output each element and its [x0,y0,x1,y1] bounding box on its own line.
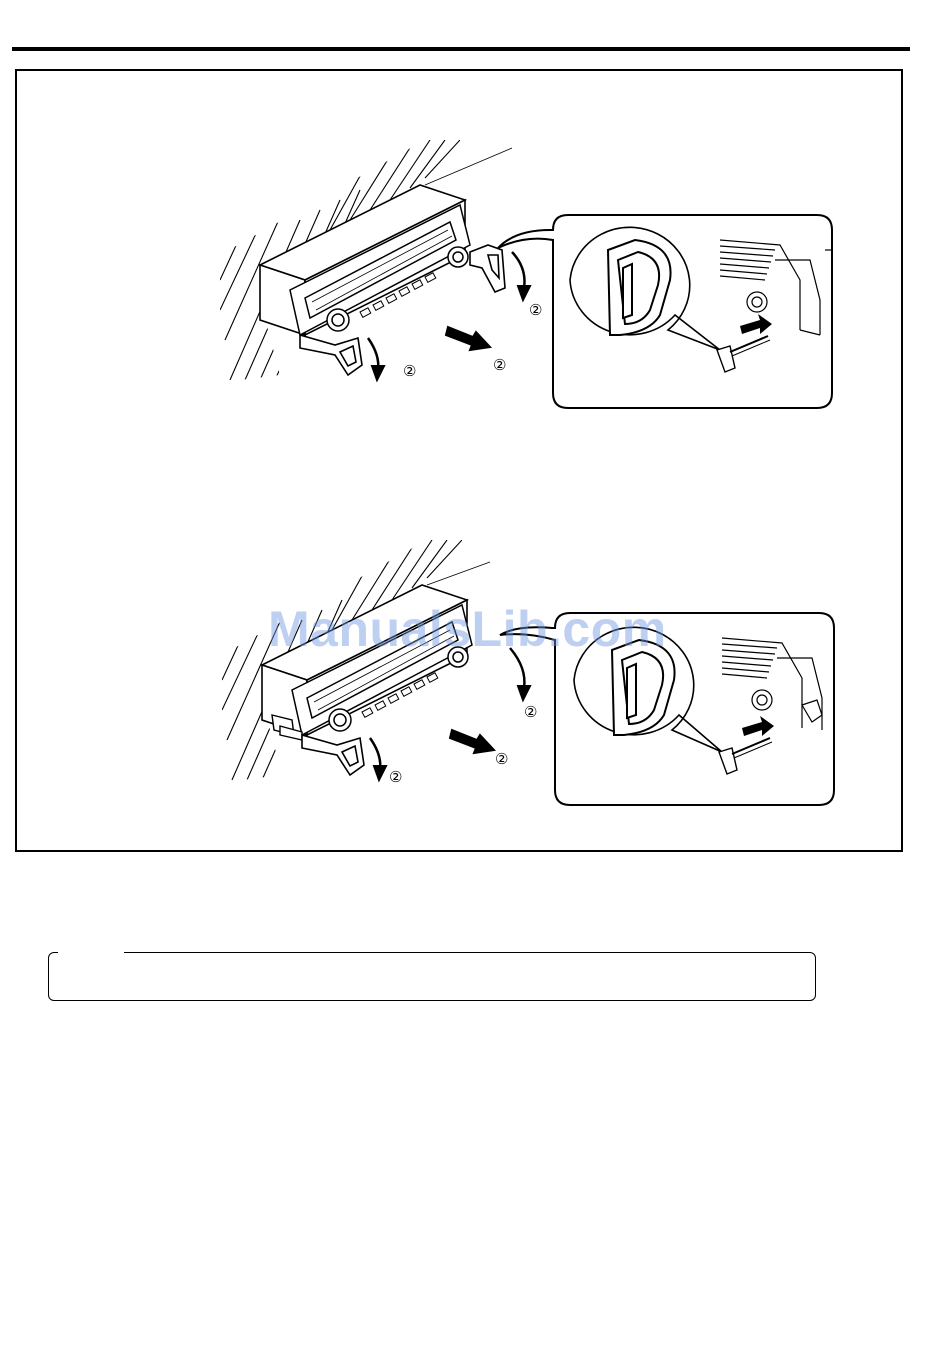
diagram-1-svg: ② ② ② [220,140,840,415]
step-label-text: ② [493,357,506,374]
step-label-1a: ② [403,363,416,380]
diagram-removal-standard: ② ② ② [220,140,840,415]
step-label-2b: ② [495,751,508,768]
note-box [48,952,816,1001]
step-label-text: ② [495,751,508,768]
removal-key-left-icon [302,735,364,775]
volume-knob-icon [329,709,351,731]
step-label-text: ② [529,302,542,319]
top-rule [12,47,910,51]
step-label-2c: ② [524,704,537,721]
tuning-knob-icon [448,247,468,267]
arrow-pull-out-icon [446,327,490,350]
arrow-down-right-icon [512,252,530,300]
step-label-1b: ② [493,357,506,374]
step-label-text: ② [389,769,402,786]
diagram-2-svg: ② ② ② [222,540,842,815]
watermark: ManualsLib.com [268,600,667,658]
callout-detail [498,215,832,408]
volume-knob-icon [327,309,349,331]
step-label-text: ② [524,704,537,721]
step-label-text: ② [403,363,416,380]
step-label-1c: ② [529,302,542,319]
step-label-2a: ② [389,769,402,786]
arrow-down-left-icon [370,738,386,780]
removal-key-left-icon [300,335,362,375]
note-box-tab [58,945,124,959]
diagram-removal-with-bracket: ② ② ② [222,540,842,815]
removal-key-right-icon [470,245,505,292]
arrow-down-left-icon [368,338,384,380]
arrow-pull-out-icon [450,730,494,753]
